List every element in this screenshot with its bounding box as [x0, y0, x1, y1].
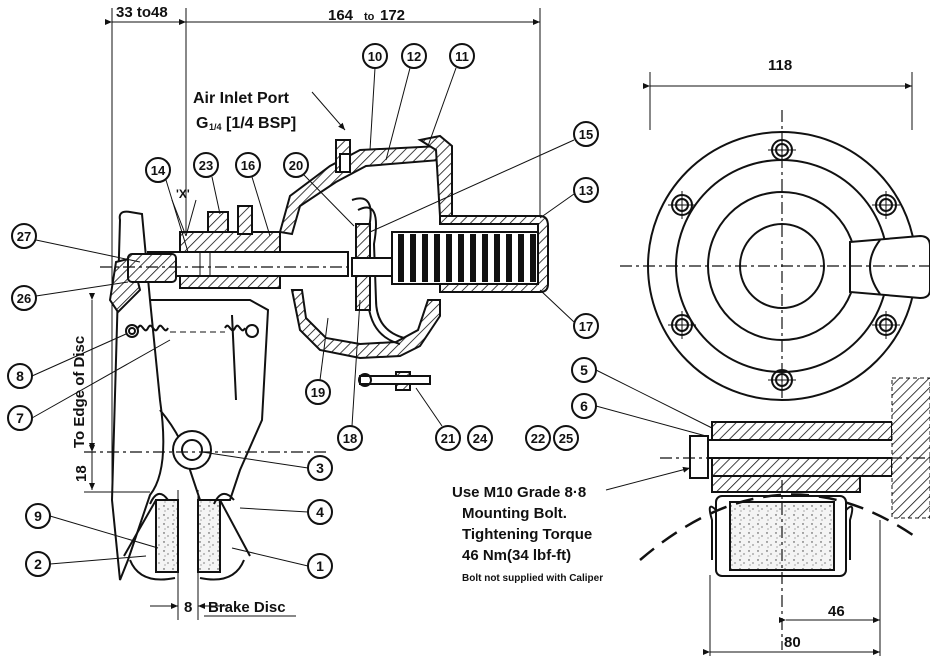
- spring-coils: [398, 234, 536, 282]
- callout-11: 11: [427, 43, 475, 147]
- callout-25: 25: [553, 425, 579, 451]
- callout-12: 12: [385, 43, 427, 161]
- bolt-not-supplied-note: Bolt not supplied with Caliper: [462, 573, 603, 584]
- svg-text:5: 5: [580, 362, 588, 378]
- svg-text:25: 25: [559, 431, 573, 446]
- svg-text:15: 15: [579, 127, 593, 142]
- svg-text:12: 12: [407, 49, 421, 64]
- callout-8: 8: [7, 333, 127, 389]
- svg-text:26: 26: [17, 291, 31, 306]
- return-spring: [125, 324, 259, 338]
- bolt-spec-line4: 46 Nm(34 lbf-ft): [462, 547, 571, 564]
- callout-22: 22: [525, 425, 551, 451]
- pivot-pin: [172, 430, 212, 470]
- callout-1: 1: [231, 547, 333, 579]
- svg-text:8: 8: [16, 368, 24, 384]
- callout-10: 10: [362, 43, 388, 151]
- adjuster-bolt: [358, 371, 431, 391]
- right-brake-pad: [639, 480, 921, 650]
- dimension-8: 8: [184, 599, 192, 616]
- dimension-18: 18: [73, 465, 90, 482]
- callout-17: 17: [539, 289, 599, 339]
- dimension-172: 172: [380, 7, 405, 24]
- callout-24: 24: [467, 425, 493, 451]
- callout-9: 9: [25, 503, 159, 549]
- dimension-46: 46: [828, 603, 845, 620]
- callout-6: 6: [571, 393, 707, 437]
- bolt-spec-line1: Use M10 Grade 8·8: [452, 484, 586, 501]
- callout-16: 16: [235, 152, 271, 237]
- svg-text:19: 19: [311, 385, 325, 400]
- disc-edge-dimension: [84, 293, 330, 493]
- svg-text:9: 9: [34, 508, 42, 524]
- top-dimension-lines: [105, 8, 913, 500]
- spring-cylinder: [351, 215, 549, 293]
- callout-21: 21: [415, 387, 461, 451]
- svg-text:7: 7: [16, 410, 24, 426]
- bolt-spec-line3: Tightening Torque: [462, 526, 592, 543]
- air-inlet-bsp: [1/4 BSP]: [226, 115, 296, 132]
- svg-text:4: 4: [316, 504, 324, 520]
- caliper-arms: [108, 210, 270, 581]
- callout-20: 20: [283, 152, 355, 227]
- svg-text:10: 10: [368, 49, 382, 64]
- view-x-label: 'X': [176, 187, 190, 201]
- callout-5: 5: [571, 357, 713, 429]
- bolt-spec-line2: Mounting Bolt.: [462, 505, 567, 522]
- svg-text:13: 13: [579, 183, 593, 198]
- callout-15: 15: [369, 121, 599, 233]
- callout-19: 19: [305, 317, 331, 405]
- left-brake-pads: [123, 490, 251, 620]
- svg-text:21: 21: [441, 431, 455, 446]
- svg-text:14: 14: [151, 163, 166, 178]
- svg-text:3: 3: [316, 460, 324, 476]
- callout-4: 4: [239, 499, 333, 525]
- air-inlet-port-label: Air Inlet Port: [193, 90, 290, 107]
- dimension-to: to: [364, 11, 375, 23]
- callout-14: 14: [145, 157, 189, 253]
- flange-bolts: [668, 136, 900, 394]
- svg-text:11: 11: [455, 49, 469, 64]
- right-bottom-dimensions: [703, 520, 881, 656]
- callout-26: 26: [11, 281, 129, 311]
- mounting-stack: [660, 377, 930, 519]
- svg-text:18: 18: [343, 431, 357, 446]
- svg-text:20: 20: [289, 158, 303, 173]
- svg-text:24: 24: [473, 431, 488, 446]
- end-view-flange: [620, 110, 930, 401]
- dimension-80: 80: [784, 634, 801, 651]
- edge-of-disc-label: To Edge of Disc: [71, 336, 88, 448]
- svg-text:2: 2: [34, 556, 42, 572]
- svg-text:27: 27: [17, 229, 31, 244]
- dimension-118: 118: [768, 57, 792, 74]
- callout-3: 3: [201, 451, 333, 481]
- svg-text:6: 6: [580, 398, 588, 414]
- callout-2: 2: [25, 551, 147, 577]
- svg-text:16: 16: [241, 158, 255, 173]
- callout-23: 23: [193, 152, 221, 215]
- svg-text:1: 1: [316, 558, 324, 574]
- view-x-marker: [171, 199, 197, 237]
- callout-27: 27: [11, 223, 141, 263]
- svg-text:23: 23: [199, 158, 213, 173]
- callout-18: 18: [337, 299, 363, 451]
- callout-13: 13: [539, 177, 599, 219]
- callout-7: 7: [7, 339, 171, 431]
- svg-text:17: 17: [579, 319, 593, 334]
- dimension-164: 164: [328, 7, 354, 24]
- dimension-33-to-48: 33 to48: [116, 4, 168, 21]
- svg-text:22: 22: [531, 431, 545, 446]
- air-inlet-g: G: [196, 115, 208, 132]
- brake-disc-label: Brake Disc: [208, 599, 286, 616]
- air-inlet-fraction: 1/4: [209, 122, 222, 132]
- actuator-rod: [100, 205, 430, 289]
